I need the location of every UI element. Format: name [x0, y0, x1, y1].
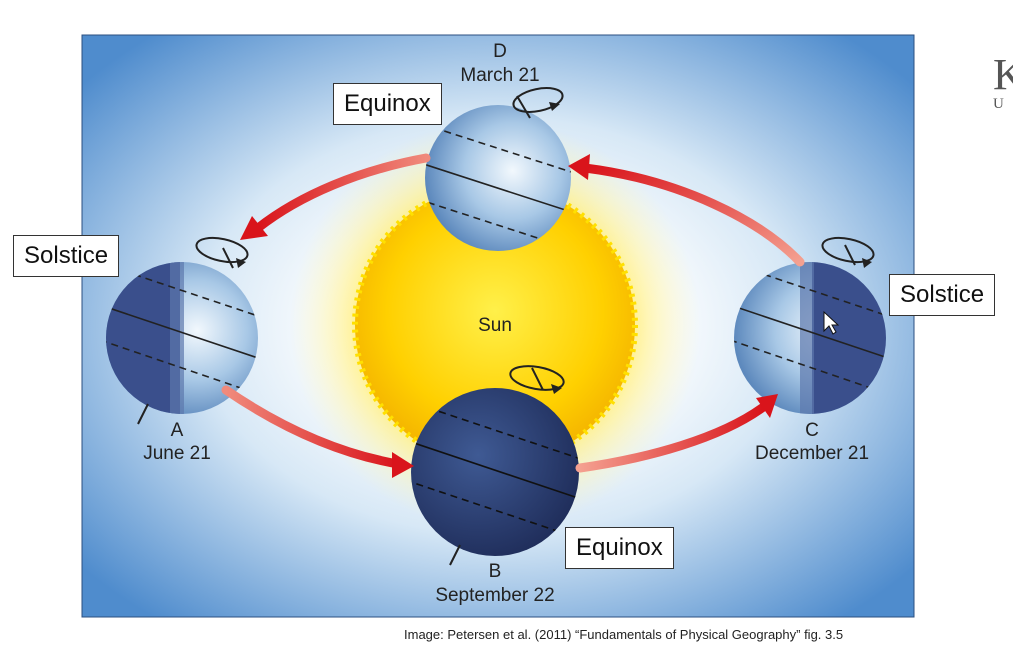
orbit-arrows	[221, 153, 805, 478]
position-date-a: June 21	[143, 443, 211, 464]
position-letter-d: D	[493, 41, 507, 62]
mouse-cursor-icon	[823, 310, 840, 335]
arrowhead-a-to-b	[392, 452, 414, 478]
position-date-b: September 22	[435, 585, 554, 606]
arrowhead-d-to-a	[240, 216, 268, 240]
position-letter-c: C	[805, 420, 819, 441]
corner-big-letter: K	[993, 55, 1013, 99]
callout-solstice-left: Solstice	[13, 235, 120, 277]
callout-equinox-bottom: Equinox	[565, 527, 674, 569]
position-letter-a: A	[171, 420, 184, 441]
arrow-d-to-a	[253, 153, 431, 233]
sun	[290, 120, 700, 530]
image-caption: Image: Petersen et al. (2011) “Fundament…	[404, 627, 844, 642]
position-date-c: December 21	[755, 443, 869, 464]
arrowhead-c-to-d	[568, 154, 590, 180]
corner-small-letter: U	[993, 96, 1005, 112]
arrowhead-b-to-c	[756, 394, 778, 418]
earth-d	[425, 87, 571, 251]
arrow-a-to-b	[221, 385, 403, 469]
earth-b	[411, 365, 579, 566]
position-date-d: March 21	[460, 65, 539, 86]
callout-equinox-top: Equinox	[333, 83, 442, 125]
position-letter-b: B	[489, 561, 502, 582]
arrow-c-to-d	[580, 163, 805, 267]
sun-label: Sun	[478, 315, 512, 336]
arrow-b-to-c	[575, 403, 767, 473]
callout-solstice-right: Solstice	[889, 274, 996, 316]
corner-text: K U	[993, 55, 1013, 113]
